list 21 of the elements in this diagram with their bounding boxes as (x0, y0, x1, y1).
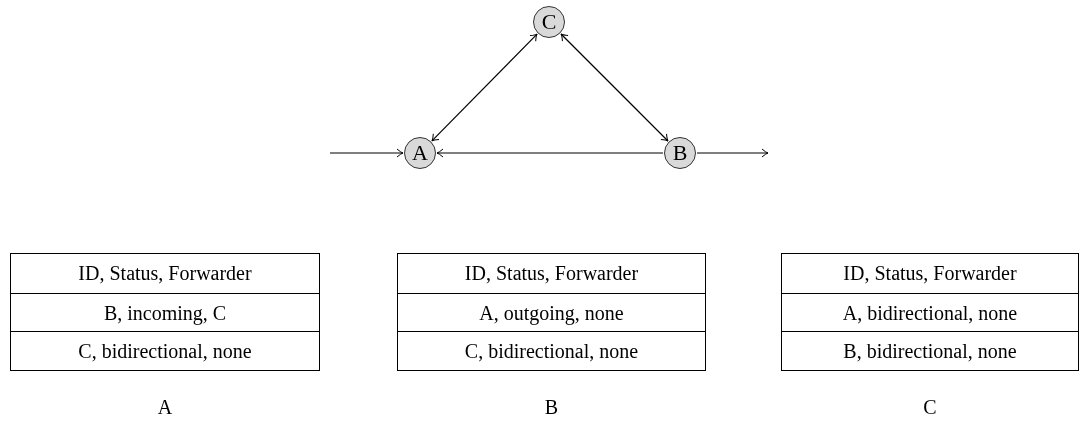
table-row: A, bidirectional, none (782, 292, 1078, 331)
table-row-text: ID, Status, Forwarder (842, 261, 1018, 286)
table-caption: B (543, 396, 560, 419)
table-caption: C (922, 396, 938, 419)
table-caption: A (156, 396, 174, 419)
node-circle (664, 137, 696, 169)
table-row: B, incoming, C (11, 292, 319, 331)
table-row-text: ID, Status, Forwarder (463, 261, 640, 286)
node-circle (404, 137, 436, 169)
node-label: A (412, 142, 428, 164)
routing-table (10, 253, 320, 371)
table-row: B, bidirectional, none (782, 331, 1078, 370)
table-row-text: ID, Status, Forwarder (77, 261, 253, 286)
node-label: B (672, 142, 688, 164)
node-circle (533, 6, 565, 38)
routing-table (781, 253, 1079, 371)
node-label: C (541, 11, 557, 33)
table-row: A, outgoing, none (398, 292, 705, 331)
routing-table (397, 253, 706, 371)
table-row: C, bidirectional, none (11, 331, 319, 370)
table-row: C, bidirectional, none (398, 331, 705, 370)
